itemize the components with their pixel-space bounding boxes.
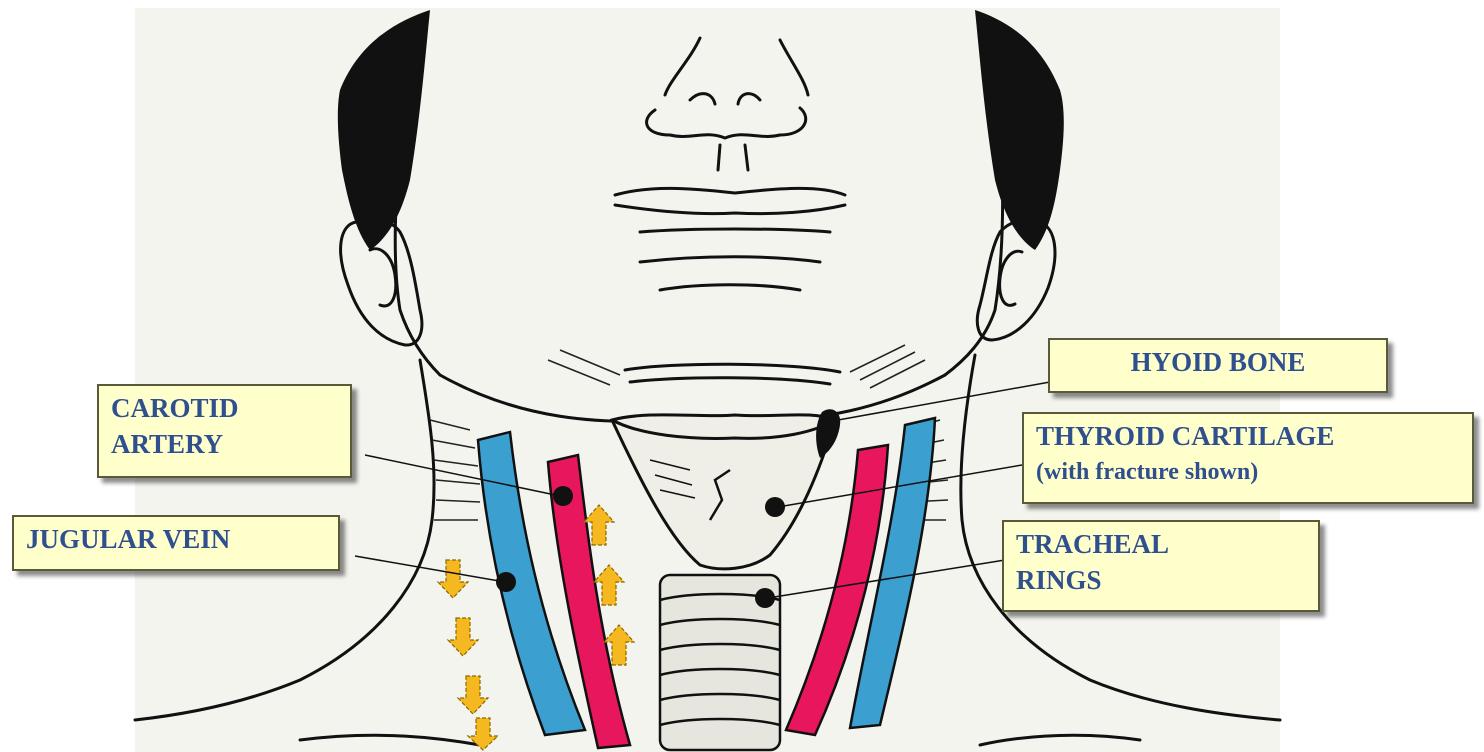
- label-tracheal-line1: TRACHEAL: [1016, 526, 1306, 562]
- label-hyoid-line1: HYOID BONE: [1062, 344, 1374, 380]
- label-thyroid-line2: (with fracture shown): [1036, 454, 1460, 490]
- label-tracheal-rings: TRACHEAL RINGS: [1002, 520, 1320, 612]
- label-tracheal-line2: RINGS: [1016, 562, 1306, 598]
- label-jugular-vein: JUGULAR VEIN: [12, 515, 340, 571]
- label-jugular-line1: JUGULAR VEIN: [26, 521, 326, 557]
- marker-dot-jugular: [496, 572, 516, 592]
- label-carotid-line2: ARTERY: [111, 426, 338, 462]
- label-carotid-line1: CAROTID: [111, 390, 338, 426]
- label-thyroid-cartilage: THYROID CARTILAGE (with fracture shown): [1022, 412, 1474, 504]
- marker-dot-carotid: [553, 486, 573, 506]
- label-thyroid-line1: THYROID CARTILAGE: [1036, 418, 1460, 454]
- label-hyoid-bone: HYOID BONE: [1048, 338, 1388, 393]
- label-carotid-artery: CAROTID ARTERY: [97, 384, 352, 478]
